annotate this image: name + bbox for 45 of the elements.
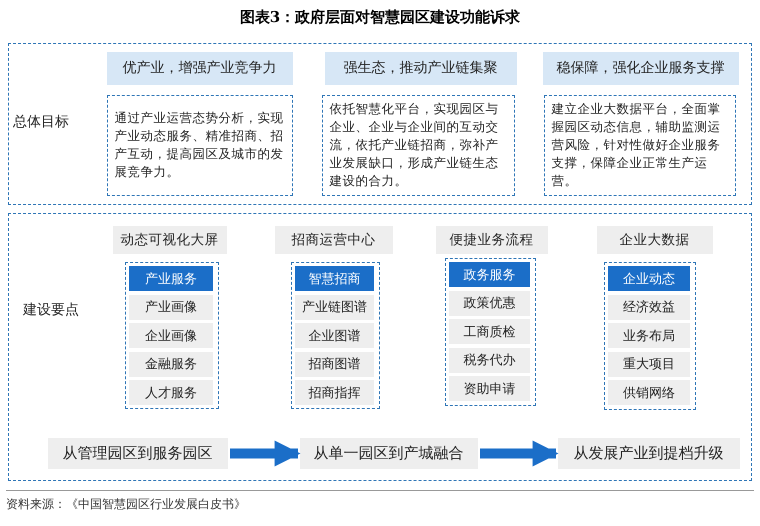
goal-description: 通过产业运营态势分析，实现产业动态服务、精准招商、招产互动，提高园区及城市的发展竞争力。 — [106, 94, 292, 196]
goal-panel — [8, 43, 752, 205]
feature-item: 产业画像 — [129, 294, 213, 320]
feature-item: 经济效益 — [608, 294, 690, 320]
feature-item: 企业图谱 — [295, 323, 374, 348]
feature-item: 金融服务 — [129, 352, 213, 376]
column-heading: 企业大数据 — [596, 226, 712, 254]
stage-box: 从发展产业到提档升级 — [558, 438, 740, 468]
goal-heading: 优产业，增强产业竞争力 — [106, 52, 292, 84]
stage-box: 从管理园区到服务园区 — [48, 438, 228, 468]
key-points-panel — [8, 213, 752, 481]
feature-item: 政策优惠 — [449, 290, 530, 316]
feature-item: 供销网络 — [608, 380, 690, 405]
goal-description: 建立企业大数据平台，全面掌握园区动态信息，辅助监测运营风险，针对性做好企业服务支撑，保障企业正常生产运营。 — [544, 94, 736, 196]
dashed-group-box — [444, 258, 536, 406]
goal-heading: 稳保障，强化企业服务支撑 — [542, 52, 738, 84]
dashed-group-box — [290, 262, 380, 408]
title: 图表3：政府层面对智慧园区建设功能诉求 — [238, 8, 522, 27]
caption: 资料来源：《中国智慧园区行业发展白皮书》 — [6, 496, 246, 513]
feature-item: 重大项目 — [608, 352, 690, 376]
feature-item: 企业画像 — [129, 323, 213, 348]
column-heading: 便捷业务流程 — [436, 226, 548, 254]
feature-item: 智慧招商 — [295, 266, 374, 291]
column-heading: 招商运营中心 — [274, 226, 392, 254]
feature-item: 招商图谱 — [295, 352, 374, 376]
feature-item: 产业链图谱 — [295, 294, 374, 320]
column-heading: 动态可视化大屏 — [112, 226, 226, 254]
flow-arrow — [480, 440, 559, 466]
feature-item: 政务服务 — [449, 262, 530, 287]
section-label: 建设要点 — [23, 301, 79, 319]
section-label: 总体目标 — [13, 113, 69, 131]
feature-item: 税务代办 — [449, 348, 530, 372]
flow-arrow — [230, 440, 301, 466]
feature-item: 人才服务 — [129, 380, 213, 405]
feature-item: 业务布局 — [608, 323, 690, 348]
feature-item: 产业服务 — [129, 266, 213, 291]
feature-item: 资助申请 — [449, 376, 530, 401]
goal-description: 依托智慧化平台，实现园区与企业、企业与企业间的互动交流，依托产业链招商，弥补产业发展缺口，形成产业链生态建设的合力。 — [322, 94, 514, 196]
feature-item: 招商指挥 — [295, 380, 374, 405]
feature-item: 企业动态 — [608, 266, 690, 291]
dashed-group-box — [604, 262, 696, 410]
dashed-group-box — [124, 262, 218, 408]
feature-item: 工商质检 — [449, 319, 530, 344]
goal-heading: 强生态，推动产业链集聚 — [324, 52, 516, 84]
stage-box: 从单一园区到产城融合 — [300, 438, 478, 468]
